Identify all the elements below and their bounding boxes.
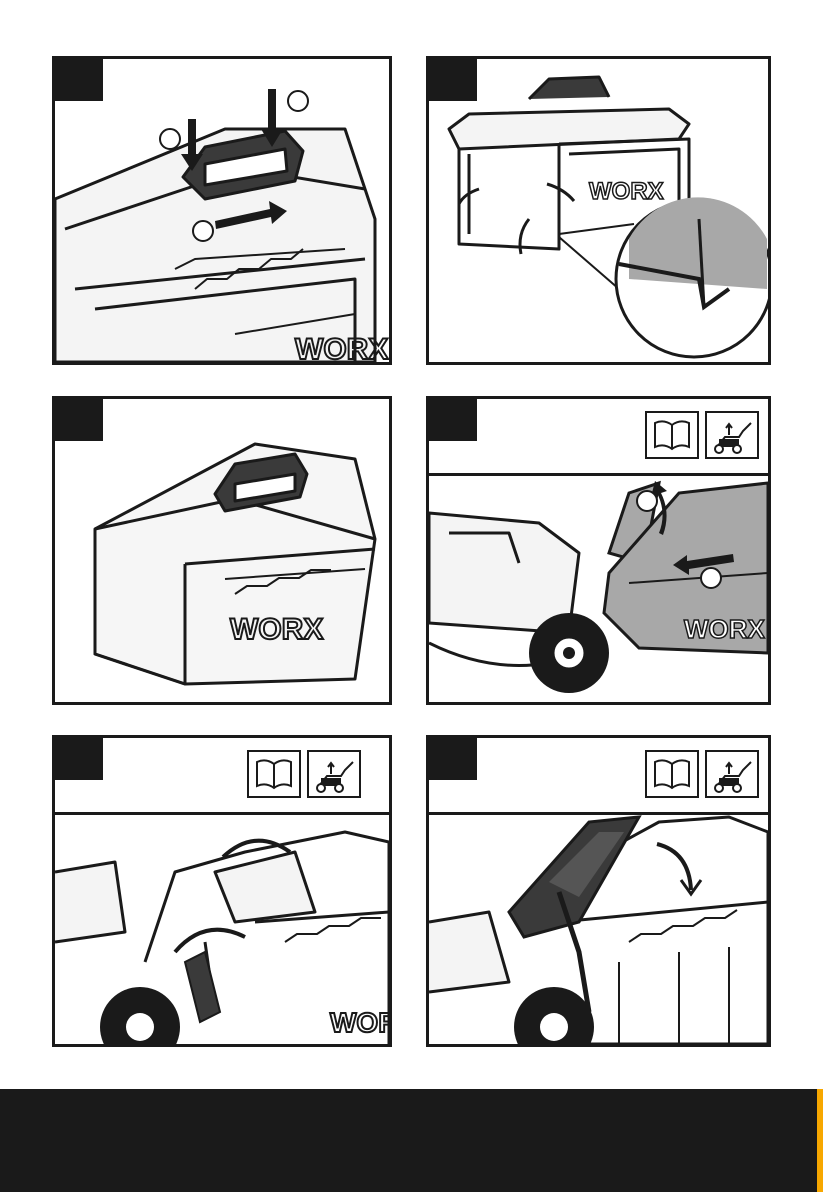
footer-band bbox=[0, 1089, 823, 1192]
callout-3 bbox=[193, 221, 213, 241]
worx-logo: WORX bbox=[230, 613, 323, 646]
panel-3: WORX bbox=[52, 396, 392, 705]
worx-logo: WORX bbox=[295, 333, 388, 362]
manual-book-icon bbox=[645, 411, 699, 459]
mower-lowered-flap-illustration bbox=[429, 812, 768, 1044]
instruction-header bbox=[429, 738, 768, 815]
callout-2 bbox=[701, 568, 721, 588]
worx-logo: WORX bbox=[684, 614, 766, 644]
mower-instruction-icon bbox=[705, 750, 759, 798]
step-tab bbox=[429, 399, 477, 441]
worx-logo: WORX bbox=[330, 1007, 389, 1038]
panel-5: WORX bbox=[52, 735, 392, 1047]
callout-1 bbox=[160, 129, 180, 149]
callout-1 bbox=[637, 491, 657, 511]
worx-logo: WORX bbox=[589, 178, 664, 205]
panel-6 bbox=[426, 735, 771, 1047]
mower-attach-box-illustration: WORX bbox=[429, 473, 768, 702]
grass-box-assembled-illustration: WORX bbox=[55, 399, 389, 702]
accent-edge bbox=[817, 1089, 823, 1192]
mower-instruction-icon bbox=[705, 411, 759, 459]
step-tab bbox=[429, 59, 477, 101]
step-tab bbox=[429, 738, 477, 780]
panel-2: WORX bbox=[426, 56, 771, 365]
manual-book-icon bbox=[247, 750, 301, 798]
manual-book-icon bbox=[645, 750, 699, 798]
instruction-header bbox=[429, 399, 768, 476]
step-tab bbox=[55, 738, 103, 780]
mower-instruction-icon bbox=[307, 750, 361, 798]
grass-box-handle-illustration: WORX bbox=[55, 59, 389, 362]
grass-box-frame-illustration: WORX bbox=[429, 59, 768, 362]
step-tab bbox=[55, 59, 103, 101]
instruction-header bbox=[55, 738, 389, 815]
mower-flap-illustration: WORX bbox=[55, 812, 389, 1044]
lower-arrow-icon bbox=[657, 844, 701, 894]
panel-1: WORX bbox=[52, 56, 392, 365]
step-tab bbox=[55, 399, 103, 441]
panel-4: WORX bbox=[426, 396, 771, 705]
callout-2 bbox=[288, 91, 308, 111]
